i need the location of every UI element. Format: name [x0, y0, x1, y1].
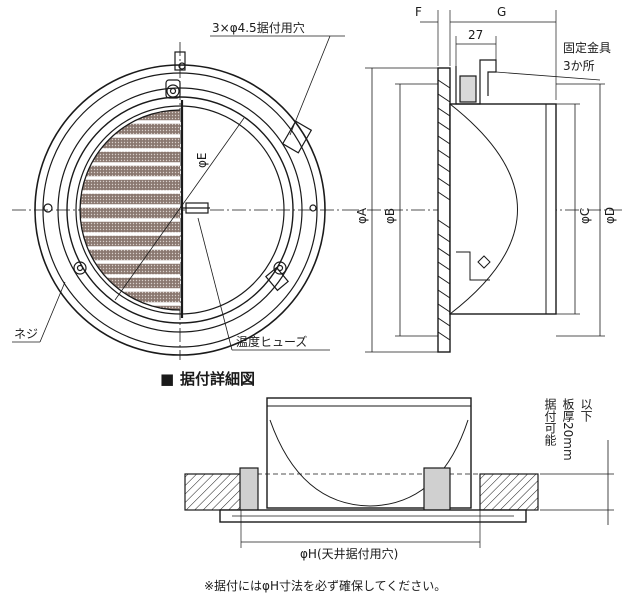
dim-a-label: φA — [355, 207, 369, 224]
mounting-hole-left — [43, 203, 53, 213]
fixing-bracket-lower — [456, 251, 490, 281]
dim-g-label: G — [497, 5, 507, 19]
fixing-bracket — [455, 59, 497, 105]
hole-callout: 3×φ4.5据付用穴 — [212, 21, 305, 35]
install-damper-arc — [269, 419, 469, 507]
dim-b-label: φB — [383, 207, 397, 224]
dim-d-label: φD — [603, 206, 617, 224]
dim-e-label: φE — [195, 152, 209, 169]
install-bracket-left — [239, 467, 259, 515]
footnote: ※据付にはφH寸法を必ず確保してください。 — [204, 579, 447, 593]
ceiling-board-right — [479, 473, 539, 511]
fuse-label: 温度ヒューズ — [236, 335, 308, 349]
bracket-leader — [495, 71, 601, 81]
screw-leader — [39, 281, 66, 343]
screw-head-bottom-left — [73, 261, 87, 275]
section-title: 据付詳細図 — [180, 370, 256, 388]
dim-h-label: φH(天井据付用穴) — [300, 547, 399, 561]
section-marker: ■ — [160, 370, 175, 388]
dim-c-label: φC — [578, 207, 592, 224]
opening-ring — [75, 105, 285, 315]
hole-leader — [289, 35, 331, 136]
outer-flange — [34, 64, 326, 356]
bracket-tab-top — [174, 51, 186, 71]
bracket-tab-right — [281, 120, 313, 154]
screw-boss-top — [165, 79, 181, 99]
dim-27-label: 27 — [468, 28, 484, 42]
ceiling-board-left — [184, 473, 242, 511]
bracket-tab-lower-right — [265, 266, 289, 292]
screw-head-top — [166, 84, 180, 98]
duct-body — [449, 103, 557, 315]
screw-head-bottom-right — [273, 261, 287, 275]
side-view — [345, 10, 622, 353]
side-note-line3: 以下 — [579, 398, 593, 422]
install-detail-view — [184, 397, 614, 548]
duct-end-band — [545, 103, 557, 315]
damper-arc — [449, 103, 518, 315]
install-bracket-right — [423, 467, 451, 515]
front-view — [12, 35, 345, 360]
grille-edge — [79, 109, 181, 311]
fuse-leader — [197, 217, 233, 351]
flange-plate — [437, 67, 451, 353]
flange-inner — [42, 72, 318, 348]
mounting-hole-right — [309, 204, 317, 212]
dim-f-label: F — [415, 5, 422, 19]
flange-teeth — [437, 79, 451, 341]
side-note-line1: 据付可能 — [543, 398, 557, 446]
dim-e-line — [114, 117, 245, 301]
bracket-label-line2: 3か所 — [563, 59, 595, 73]
screw-label: ネジ — [14, 327, 39, 341]
louver-grille — [80, 110, 180, 310]
side-note-line2: 板厚20mm — [561, 398, 575, 461]
bracket-label-line1: 固定金具 — [563, 41, 612, 55]
